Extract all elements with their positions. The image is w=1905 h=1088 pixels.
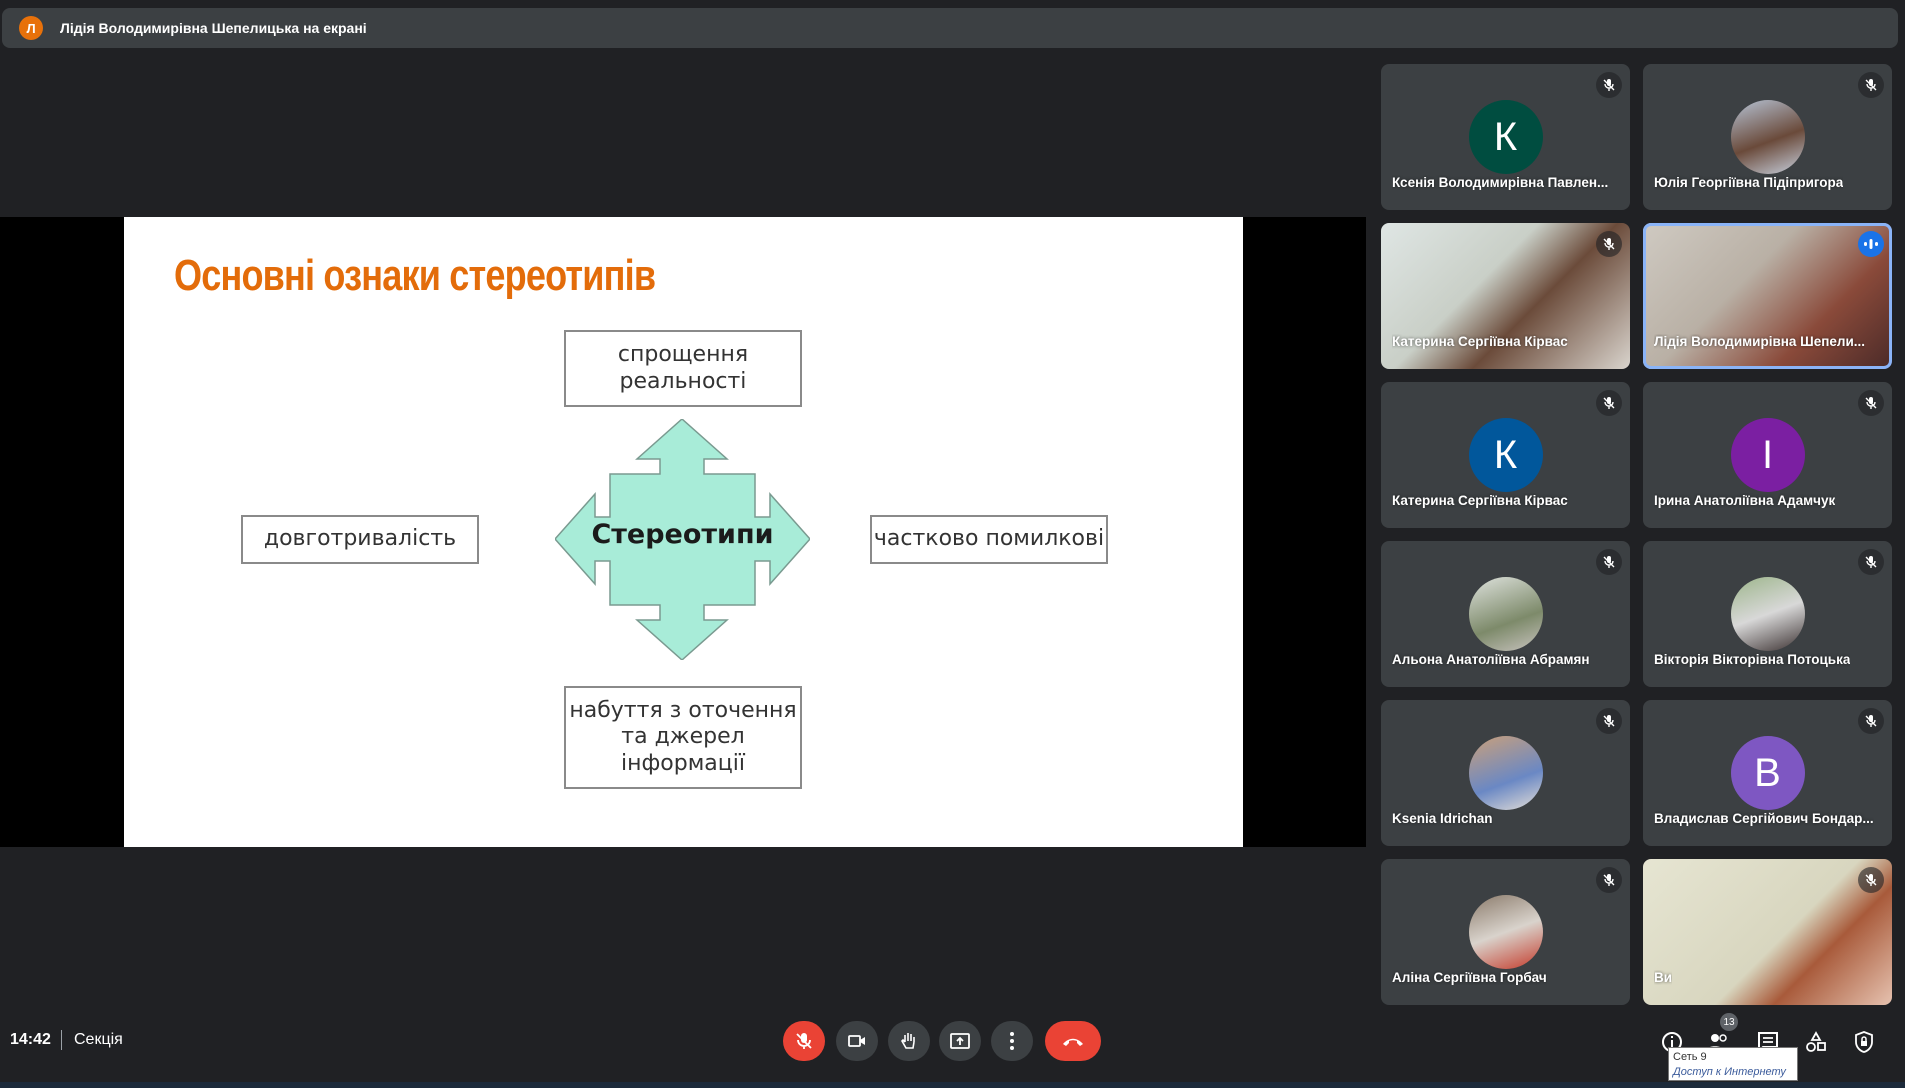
participant-name: Ви <box>1654 970 1673 985</box>
box-top: спрощення реальності <box>564 330 802 407</box>
quad-arrow <box>555 419 810 660</box>
participant-tile[interactable]: Ви <box>1643 859 1892 1005</box>
participant-name: Лідія Володимирівна Шепели... <box>1654 334 1866 349</box>
raise-hand-button[interactable] <box>888 1021 930 1061</box>
presenter-avatar: Л <box>19 16 43 40</box>
mic-off-icon <box>796 1033 812 1049</box>
meeting-name: Секція <box>74 1031 123 1048</box>
hand-icon <box>901 1033 915 1049</box>
participant-name: Катерина Сергіївна Кірвас <box>1392 334 1568 349</box>
participant-name: Аліна Сергіївна Горбач <box>1392 970 1547 985</box>
participant-tile[interactable]: Аліна Сергіївна Горбач <box>1381 859 1630 1005</box>
tooltip-network: Сеть 9 <box>1673 1051 1707 1063</box>
mic-off-icon <box>1596 390 1622 416</box>
center-label: Стереотипи <box>591 519 774 550</box>
slide: Основні ознаки стереотипів спрощення реа… <box>124 217 1243 847</box>
mic-button[interactable] <box>783 1021 825 1061</box>
participant-avatar <box>1468 736 1543 810</box>
mic-off-icon <box>1858 867 1884 893</box>
camera-icon <box>848 1035 865 1047</box>
participant-name: Катерина Сергіївна Кірвас <box>1392 493 1568 508</box>
participant-avatar <box>1468 577 1543 651</box>
clock: 14:42 <box>10 1031 51 1048</box>
mic-off-icon <box>1596 708 1622 734</box>
participant-tile[interactable]: Альона Анатоліївна Абрамян <box>1381 541 1630 687</box>
participant-avatar: В <box>1730 736 1805 810</box>
mic-off-icon <box>1858 708 1884 734</box>
hang-up-icon <box>1063 1038 1083 1046</box>
participant-avatar <box>1730 577 1805 651</box>
participant-avatar <box>1730 100 1805 174</box>
box-bottom: набуття з оточення та джерел інформації <box>564 686 802 789</box>
participant-name: Ksenia Idrichan <box>1392 811 1493 826</box>
participant-tile[interactable]: Катерина Сергіївна Кірвас <box>1381 223 1630 369</box>
mic-off-icon <box>1596 549 1622 575</box>
divider <box>61 1030 62 1050</box>
participant-avatar: І <box>1730 418 1805 492</box>
activities-button[interactable] <box>1803 1029 1829 1055</box>
participant-name: Ксенія Володимирівна Павлен... <box>1392 175 1609 190</box>
presentation-stage: Основні ознаки стереотипів спрощення реа… <box>0 217 1366 847</box>
network-tooltip: Сеть 9 Доступ к Интернету <box>1668 1047 1798 1081</box>
participant-avatar: К <box>1468 100 1543 174</box>
camera-button[interactable] <box>836 1021 878 1061</box>
present-screen-icon <box>950 1033 970 1049</box>
mic-off-icon <box>1858 390 1884 416</box>
os-taskbar <box>0 1082 1905 1088</box>
speaking-indicator-icon <box>1858 231 1884 257</box>
mic-off-icon <box>1596 867 1622 893</box>
participant-name: Альона Анатоліївна Абрамян <box>1392 652 1590 667</box>
participant-tile[interactable]: Вікторія Вікторівна Потоцька <box>1643 541 1892 687</box>
shield-lock-icon <box>1855 1031 1873 1053</box>
mic-off-icon <box>1858 72 1884 98</box>
mic-off-icon <box>1596 231 1622 257</box>
participant-name: Вікторія Вікторівна Потоцька <box>1654 652 1851 667</box>
mic-off-icon <box>1858 549 1884 575</box>
box-left: довготривалість <box>241 515 479 564</box>
slide-title: Основні ознаки стереотипів <box>174 251 656 300</box>
participant-avatar: К <box>1468 418 1543 492</box>
box-right: частково помилкові <box>870 515 1108 564</box>
mic-off-icon <box>1596 72 1622 98</box>
participant-tile[interactable]: Юлія Георгіївна Підіпригора <box>1643 64 1892 210</box>
people-count-badge: 13 <box>1720 1013 1738 1031</box>
present-button[interactable] <box>939 1021 981 1061</box>
participant-tile[interactable]: Лідія Володимирівна Шепели... <box>1643 223 1892 369</box>
participant-name: Владислав Сергійович Бондар... <box>1654 811 1874 826</box>
participant-name: Юлія Георгіївна Підіпригора <box>1654 175 1844 190</box>
host-controls-button[interactable] <box>1851 1029 1877 1055</box>
more-vert-icon <box>1010 1032 1014 1050</box>
tooltip-status: Доступ к Интернету <box>1673 1066 1786 1078</box>
shapes-icon <box>1806 1031 1826 1052</box>
presenter-title: Лідія Володимирівна Шепелицька на екрані <box>60 20 367 36</box>
participant-avatar <box>1468 895 1543 969</box>
participant-tile[interactable]: Ksenia Idrichan <box>1381 700 1630 846</box>
participant-name: Ірина Анатоліївна Адамчук <box>1654 493 1836 508</box>
presenter-banner: Л Лідія Володимирівна Шепелицька на екра… <box>2 8 1898 48</box>
more-options-button[interactable] <box>991 1021 1033 1061</box>
leave-call-button[interactable] <box>1045 1021 1101 1061</box>
